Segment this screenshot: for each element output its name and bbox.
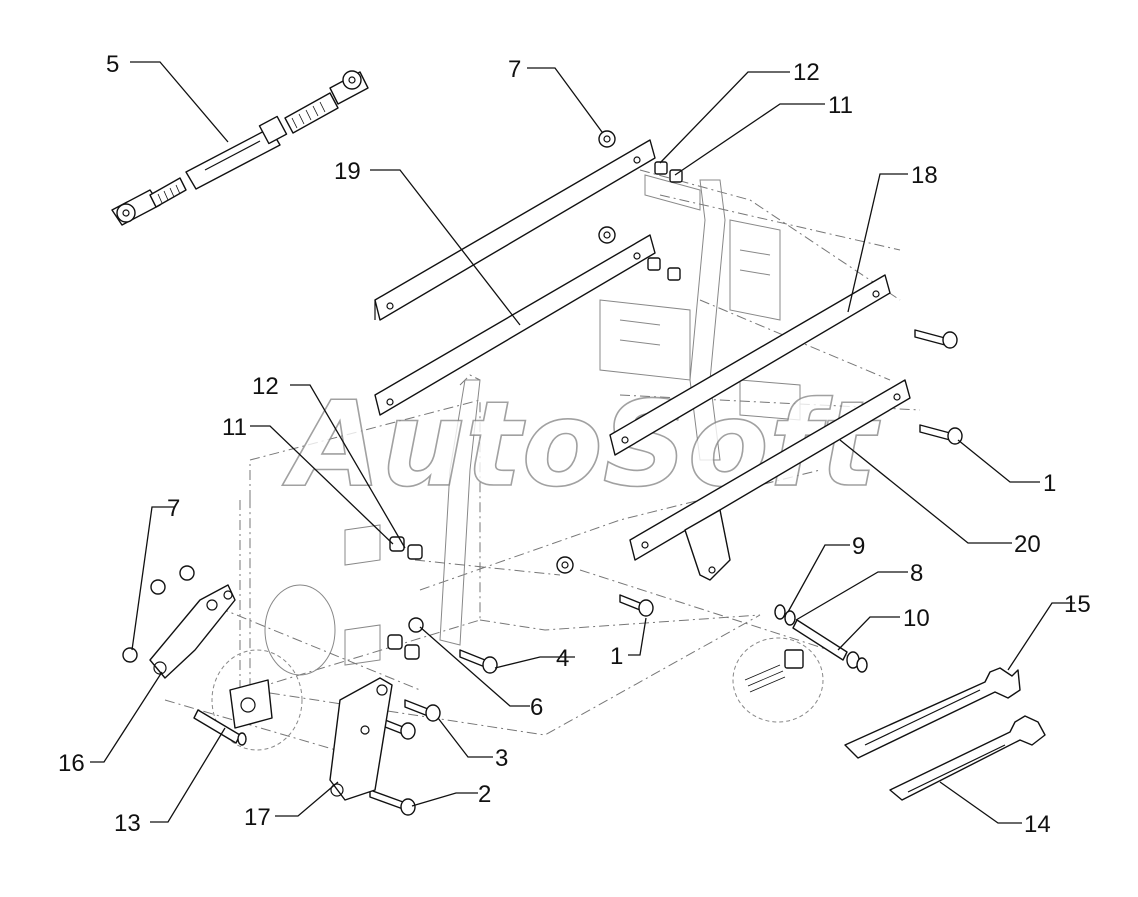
leader-lines: [90, 61, 1075, 824]
callout-13: 13: [114, 810, 141, 837]
callout-2: 2: [478, 781, 491, 808]
callout-1-center: 1: [610, 643, 623, 670]
bolts: [369, 329, 963, 816]
part-5-turnbuckle: [111, 70, 369, 226]
callout-1-right: 1: [1043, 470, 1056, 497]
callout-12-left: 12: [252, 373, 279, 400]
callout-10: 10: [903, 605, 930, 632]
callout-15: 15: [1064, 591, 1091, 618]
callout-8: 8: [910, 560, 923, 587]
callout-20: 20: [1014, 531, 1041, 558]
callout-14: 14: [1024, 811, 1051, 838]
part-15-spanner: [844, 667, 1021, 759]
callout-labels: 5 7 12 11 19 18 12 11 1 20 7 9 8 10 15 4…: [58, 51, 1091, 838]
callout-19: 19: [334, 158, 361, 185]
callout-3: 3: [495, 745, 508, 772]
part-16-plate: [149, 584, 236, 679]
callout-16: 16: [58, 750, 85, 777]
callout-17: 17: [244, 804, 271, 831]
callout-7-top: 7: [508, 56, 521, 83]
part-18-20-bars: [609, 274, 911, 581]
part-14-spanner: [889, 715, 1046, 801]
part-13-pin: [193, 679, 273, 746]
callout-4: 4: [556, 645, 569, 672]
callout-12-top: 12: [793, 59, 820, 86]
part-19-bars: [374, 139, 656, 416]
part-10-pin: [744, 604, 868, 693]
callout-18: 18: [911, 162, 938, 189]
callout-5: 5: [106, 51, 119, 78]
callout-6: 6: [530, 694, 543, 721]
callout-11-left: 11: [222, 414, 247, 441]
nuts-and-spacers: [122, 130, 683, 663]
part-17-bracket: [329, 677, 393, 801]
callout-9: 9: [852, 533, 865, 560]
callout-11-top: 11: [828, 92, 853, 119]
callout-7-left: 7: [167, 495, 180, 522]
